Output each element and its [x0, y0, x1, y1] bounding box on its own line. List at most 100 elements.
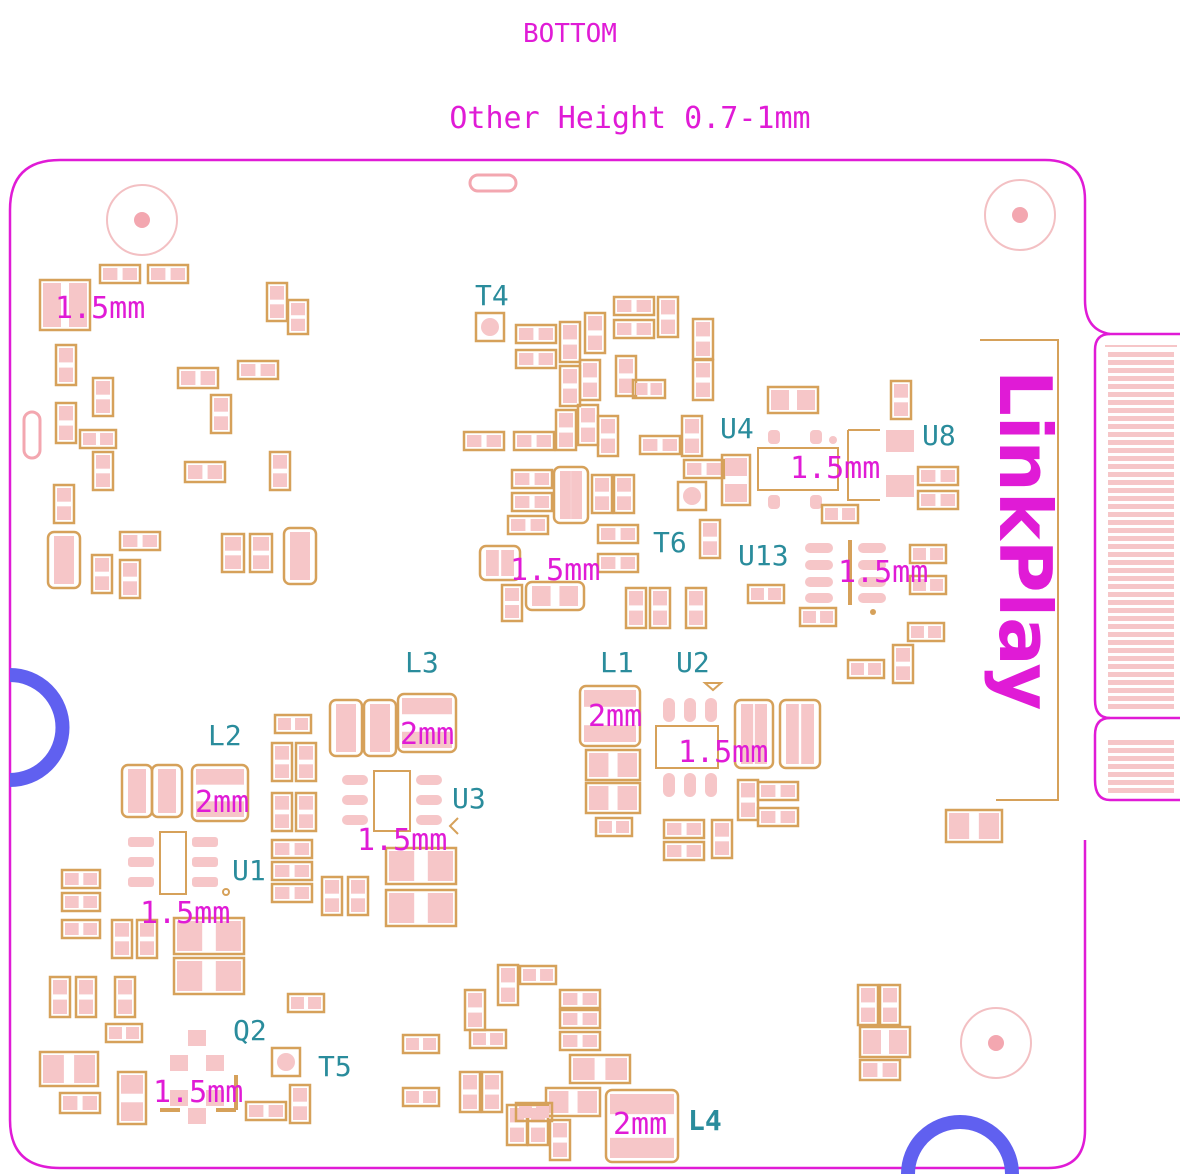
- edge-finger: [1108, 520, 1174, 525]
- smd-passive: [91, 450, 115, 492]
- height-label: 1.5mm: [510, 553, 600, 588]
- smd-passive: [220, 532, 246, 574]
- smd-passive: [889, 379, 913, 421]
- capacitor-large: [362, 698, 398, 758]
- smd-passive: [286, 992, 326, 1014]
- board-edge-slot: [1093, 332, 1111, 720]
- smd-passive: [38, 1050, 100, 1088]
- edge-finger: [1108, 680, 1174, 685]
- smd-passive: [270, 791, 294, 833]
- edge-finger: [1108, 472, 1174, 477]
- fiducial-top-left: [106, 184, 178, 256]
- smd-passive: [74, 975, 98, 1019]
- edge-finger: [1108, 696, 1174, 701]
- smd-passive: [510, 468, 554, 490]
- capacitor-large: [120, 763, 154, 819]
- smd-passive: [916, 465, 960, 487]
- smd-passive: [78, 428, 118, 450]
- edge-finger: [1108, 480, 1174, 485]
- smd-passive: [612, 318, 656, 340]
- smd-passive: [656, 295, 680, 339]
- smd-passive: [944, 808, 1004, 844]
- edge-finger: [1108, 392, 1174, 397]
- smd-passive: [118, 530, 162, 552]
- edge-finger: [1108, 748, 1174, 753]
- smd-passive: [682, 458, 726, 480]
- smd-passive: [480, 1070, 504, 1114]
- capacitor-large: [778, 698, 822, 770]
- inductor: [604, 1088, 680, 1164]
- smd-passive: [590, 473, 614, 515]
- height-label: 1.5mm: [790, 451, 880, 486]
- smd-passive: [60, 868, 102, 890]
- refdes-q2: Q2: [233, 1014, 267, 1047]
- smd-passive: [596, 523, 640, 545]
- smd-passive: [514, 1101, 554, 1123]
- smd-passive: [462, 430, 506, 452]
- smd-passive: [273, 713, 313, 735]
- smd-passive: [320, 875, 344, 917]
- smd-passive: [554, 408, 578, 452]
- refdes-l3: L3: [405, 646, 439, 679]
- connector-outline: [980, 339, 1059, 801]
- edge-finger: [1108, 552, 1174, 557]
- smd-passive: [648, 586, 672, 630]
- height-label: 2mm: [400, 717, 454, 752]
- smd-passive: [104, 1022, 144, 1044]
- smd-passive: [578, 358, 602, 402]
- fiducial-bottom-right: [960, 1007, 1032, 1079]
- smd-passive: [288, 1083, 312, 1125]
- edge-finger: [1108, 608, 1174, 613]
- edge-finger: [1108, 764, 1174, 769]
- smd-passive: [268, 450, 292, 492]
- smd-passive: [596, 552, 640, 574]
- smd-passive: [514, 323, 558, 345]
- edge-finger: [1108, 664, 1174, 669]
- edge-finger: [1108, 384, 1174, 389]
- smd-passive: [52, 483, 76, 525]
- smd-passive: [401, 1033, 441, 1055]
- smd-passive: [90, 553, 114, 595]
- smd-passive: [662, 840, 706, 862]
- smd-passive: [54, 401, 78, 445]
- edge-finger: [1108, 448, 1174, 453]
- edge-finger: [1108, 568, 1174, 573]
- refdes-t4: T4: [475, 279, 509, 312]
- refdes-t6: T6: [653, 526, 687, 559]
- capacitor-large: [478, 544, 522, 582]
- capacitor-large: [552, 465, 590, 525]
- refdes-u13: U13: [738, 539, 789, 572]
- smd-passive: [720, 453, 752, 507]
- smd-passive: [558, 320, 582, 364]
- smd-passive: [514, 348, 558, 370]
- smd-passive: [908, 574, 948, 596]
- smd-passive: [270, 882, 314, 904]
- edge-finger: [1108, 656, 1174, 661]
- smd-passive: [172, 956, 246, 996]
- smd-passive: [856, 983, 880, 1027]
- smd-passive: [384, 846, 458, 886]
- inductor: [578, 684, 642, 748]
- refdes-t5: T5: [318, 1050, 352, 1083]
- fiducial-top-right: [984, 179, 1056, 251]
- smd-passive: [878, 983, 902, 1027]
- edge-finger: [1108, 544, 1174, 549]
- smd-passive: [183, 460, 227, 484]
- edge-finger: [1108, 772, 1174, 777]
- inductor: [190, 763, 250, 823]
- capacitor-large: [733, 698, 775, 770]
- edge-finger: [1108, 632, 1174, 637]
- smd-passive: [891, 643, 915, 685]
- smd-passive: [846, 658, 886, 680]
- oval-slot-top: [468, 173, 518, 193]
- test-point: [270, 1046, 302, 1078]
- height-label: 2mm: [588, 699, 642, 734]
- smd-passive: [58, 1091, 102, 1115]
- smd-passive: [798, 606, 838, 628]
- ic-u8: [847, 429, 914, 501]
- smd-passive: [286, 298, 310, 336]
- edge-finger: [1108, 432, 1174, 437]
- height-label: 1.5mm: [357, 823, 447, 858]
- edge-finger: [1108, 704, 1174, 709]
- oval-slot-left: [22, 410, 42, 460]
